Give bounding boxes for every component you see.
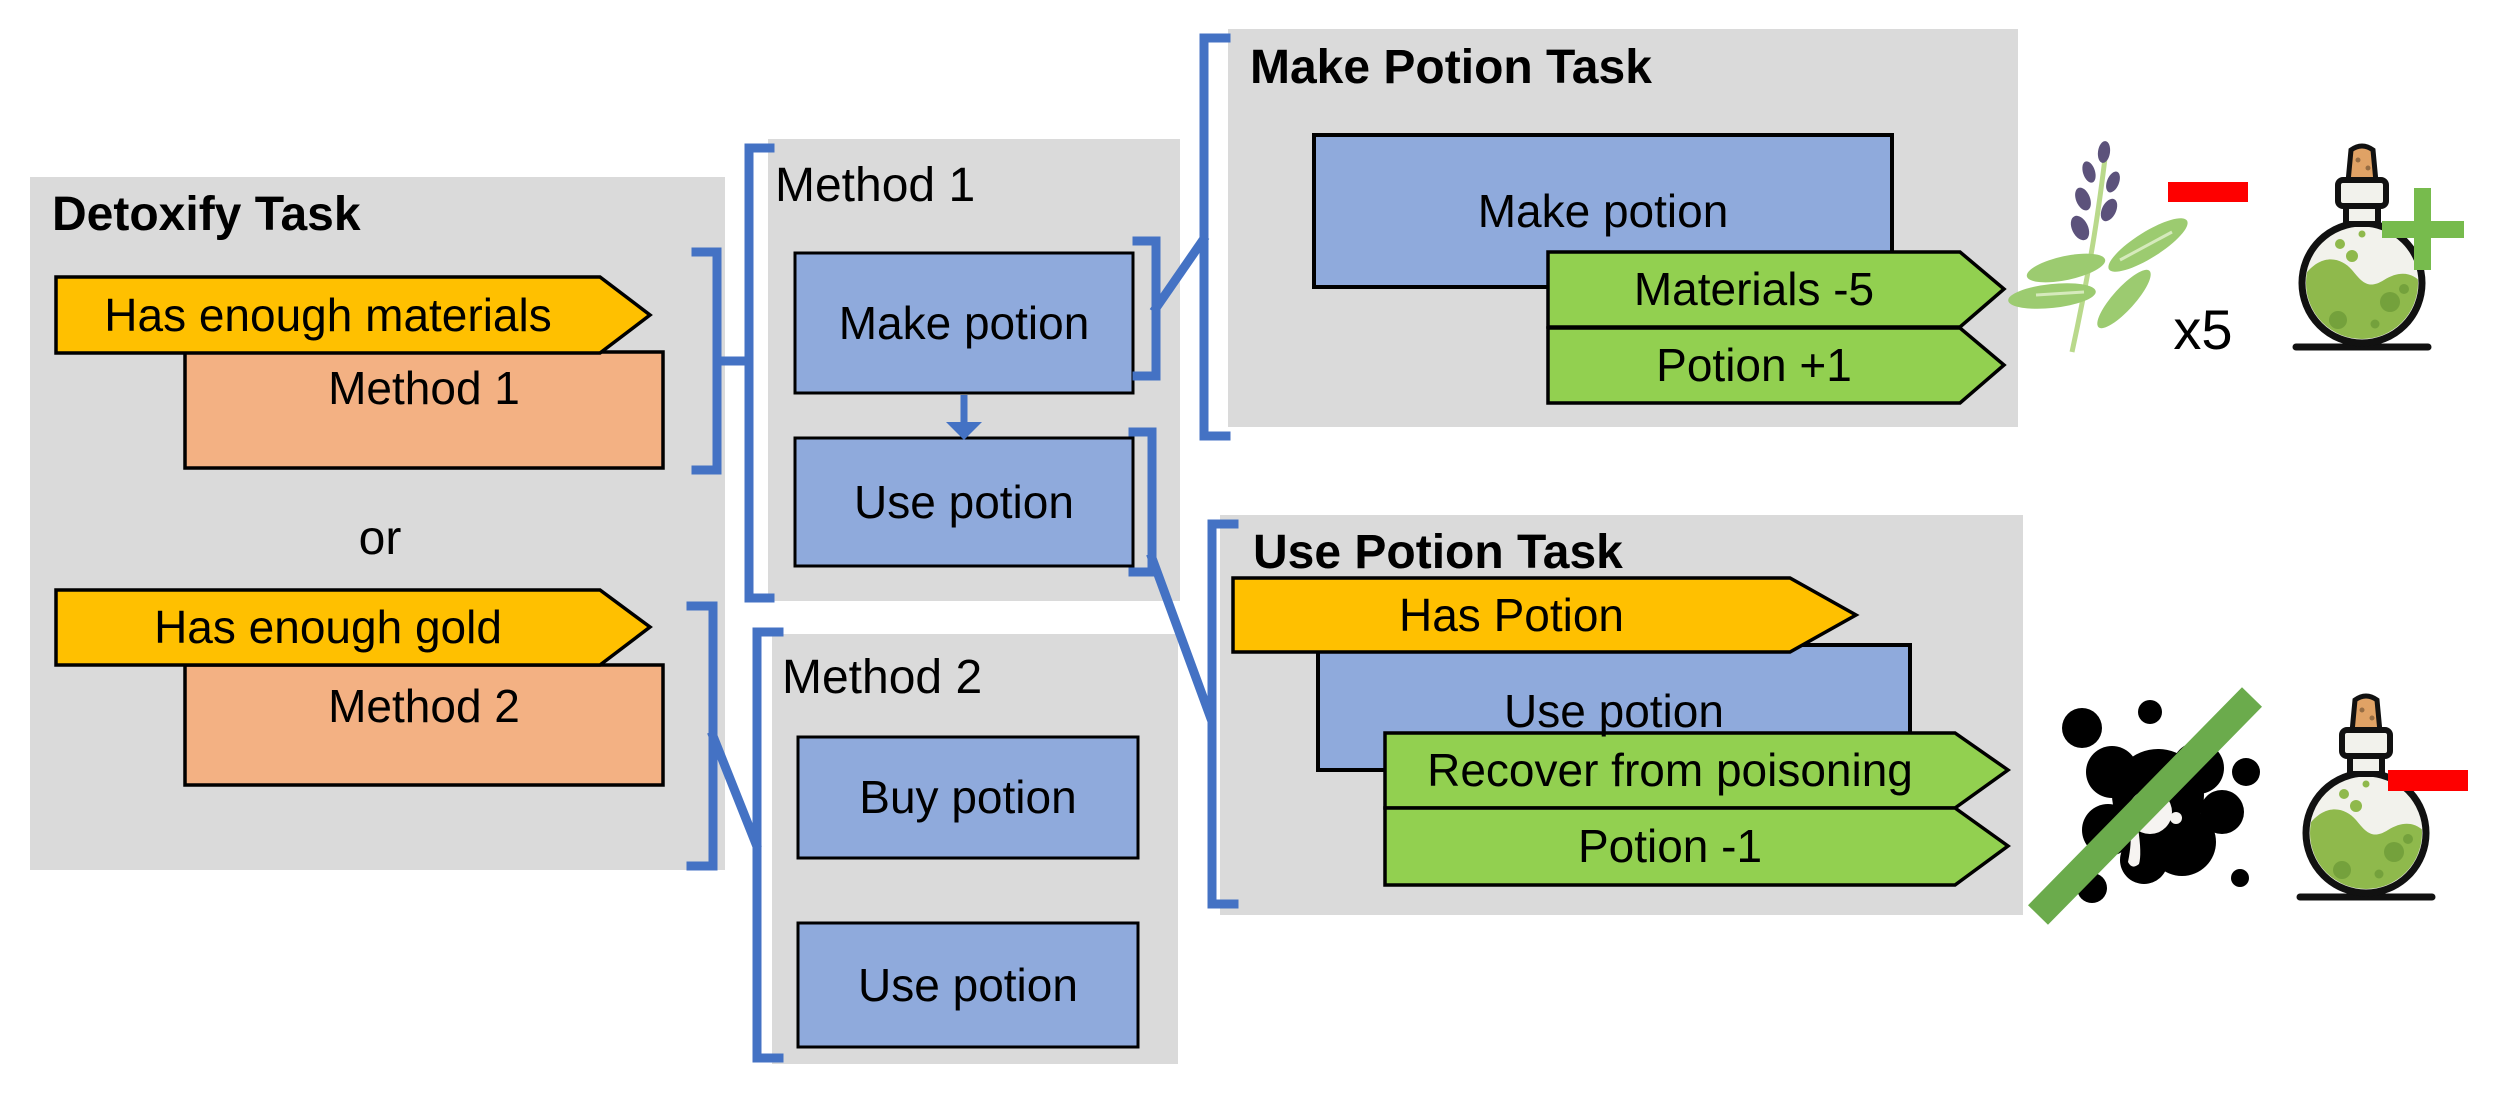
or-label: or [358, 511, 402, 565]
method-2-group-title: Method 2 [782, 650, 983, 704]
make-potion-task-open-bracket [1199, 33, 1231, 441]
potion-minus-effect-label: Potion -1 [1577, 820, 1763, 873]
make-potion-task-title: Make Potion Task [1250, 40, 1652, 94]
materials-count-label: x5 [2173, 297, 2233, 361]
down-arrow-head-icon [946, 422, 982, 440]
detoxify-task-title: Detoxify Task [52, 187, 361, 241]
materials-effect-pennant [1546, 250, 2007, 329]
has-enough-materials-pennant [54, 275, 653, 355]
use-potion-connector-line [1146, 552, 1216, 722]
has-enough-gold-label: Has enough gold [154, 601, 502, 654]
use-potion-task-open-bracket [1207, 519, 1239, 909]
use-potion-step-label-2: Use potion [858, 958, 1078, 1011]
method-1-label: Method 1 [328, 361, 520, 414]
potion-plus-effect-label: Potion +1 [1656, 339, 1852, 392]
use-potion-task-title: Use Potion Task [1253, 525, 1623, 579]
method-2-group-open-bracket [752, 627, 784, 1063]
potion-bottle-icon-2 [2300, 696, 2432, 897]
strikethrough-icon [2028, 687, 2262, 925]
use-potion-action-label: Use potion [1504, 684, 1724, 737]
materials-effect-label: Materials -5 [1633, 263, 1875, 316]
plus-icon [2382, 188, 2464, 270]
method-1-group-title: Method 1 [775, 158, 976, 212]
minus-icon-2 [2388, 770, 2468, 791]
make-potion-step-box [793, 251, 1135, 395]
has-potion-pennant [1231, 576, 1860, 654]
make-potion-step-label: Make potion [838, 296, 1090, 349]
minus-icon [2168, 182, 2248, 202]
recover-effect-pennant [1383, 731, 2012, 810]
method-2-connector-line [707, 730, 762, 850]
make-potion-action-label: Make potion [1477, 184, 1729, 237]
buy-potion-step-box [796, 735, 1140, 860]
potion-bottle-icon [2296, 146, 2428, 347]
use-potion-close-bracket [1128, 427, 1157, 577]
has-enough-gold-pennant [54, 588, 653, 667]
buy-potion-step-label: Buy potion [859, 771, 1077, 824]
potion-minus-effect-pennant [1383, 806, 2011, 887]
method-2-label: Method 2 [328, 679, 520, 732]
lavender-plant-icon [2008, 141, 2188, 353]
has-enough-materials-label: Has enough materials [104, 288, 552, 341]
recover-effect-label: Recover from poisoning [1427, 744, 1913, 797]
method-1-group-open-bracket [744, 143, 775, 603]
potion-plus-effect-pennant [1546, 326, 2007, 405]
use-potion-step-label: Use potion [854, 475, 1074, 528]
use-potion-step-box-2 [796, 921, 1140, 1049]
method-1-box [183, 350, 665, 470]
make-potion-connector-line [1149, 233, 1210, 315]
has-potion-label: Has Potion [1398, 588, 1624, 641]
use-potion-step-box [793, 436, 1135, 568]
method-2-box [183, 663, 665, 787]
